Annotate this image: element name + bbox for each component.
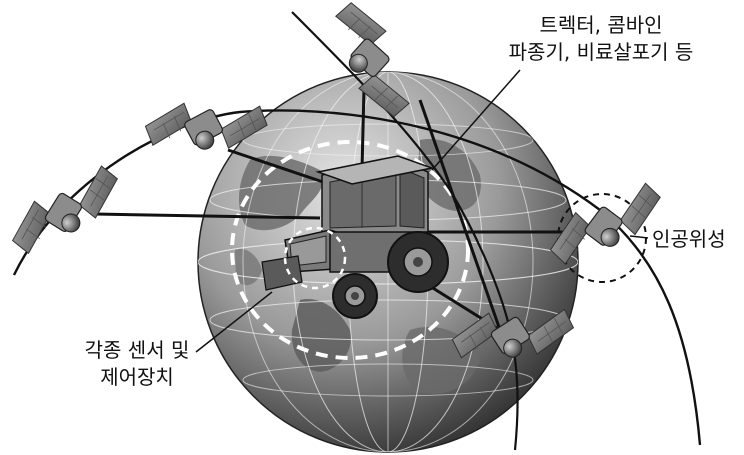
satellite-highlight-ring [557, 193, 647, 283]
sensor-label: 각종 센서 및 제어장치 [72, 337, 202, 391]
sensor-pointer [195, 291, 273, 353]
satellite-icon [1, 150, 129, 269]
tractor-pointer [431, 69, 521, 171]
tractor-label: 트렉터, 콤바인 파종기, 비료살포기 등 [476, 12, 726, 66]
satellite-label: 인공위성 [652, 226, 726, 253]
coverage-ring [230, 140, 470, 360]
tractor-label-line2: 파종기, 비료살포기 등 [508, 40, 694, 64]
sensor-label-line1: 각종 센서 및 [84, 338, 190, 362]
sensor-ring [283, 226, 347, 290]
satellite-label-text: 인공위성 [652, 227, 726, 251]
orbit-path-main [12, 109, 702, 446]
tractor-icon [261, 155, 449, 319]
tractor-label-line1: 트렉터, 콤바인 [539, 13, 663, 37]
sensor-label-line2: 제어장치 [100, 365, 174, 389]
